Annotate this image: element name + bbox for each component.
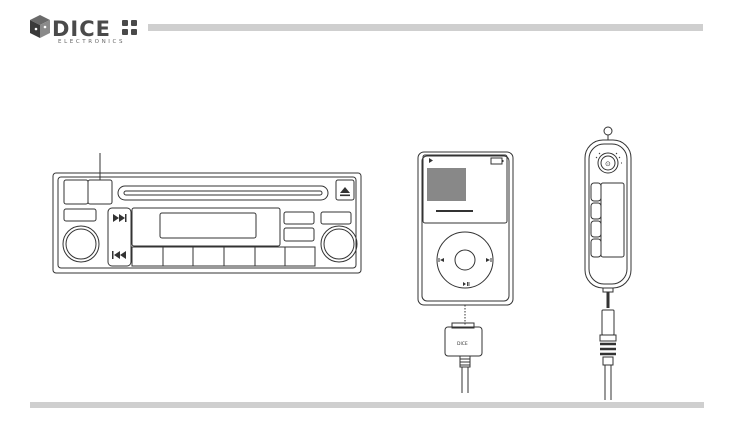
brand-logo: DICE ELECTRONICS bbox=[30, 15, 137, 45]
car-stereo bbox=[53, 153, 361, 273]
brand-subtitle: ELECTRONICS bbox=[58, 39, 125, 45]
footer-bar bbox=[30, 402, 704, 408]
fm-transmitter: ⊙ bbox=[585, 127, 631, 400]
progress-bar bbox=[436, 210, 473, 212]
header-bar bbox=[148, 24, 703, 31]
portable-player: DICE bbox=[418, 152, 513, 393]
brand-name: DICE bbox=[52, 17, 111, 41]
dial-lock-icon: ⊙ bbox=[605, 160, 611, 168]
album-art bbox=[427, 168, 466, 201]
connector-logo: DICE bbox=[457, 341, 468, 347]
lanyard-ring bbox=[604, 127, 612, 135]
dots-icon bbox=[122, 20, 137, 35]
cube-icon bbox=[30, 15, 50, 38]
audio-plug bbox=[602, 310, 614, 335]
